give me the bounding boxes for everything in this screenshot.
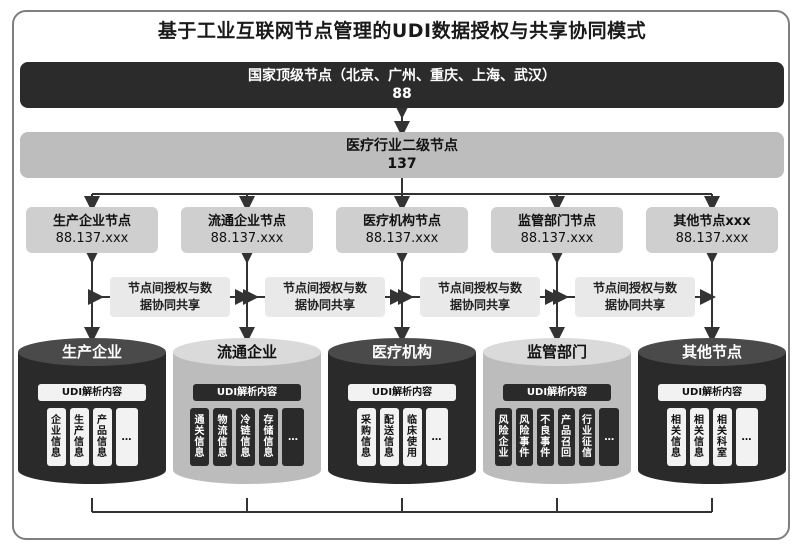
info-item: … [599,408,620,466]
share-label-line: 节点间授权与数 [282,281,367,295]
share-label-line: 节点间授权与数 [127,281,212,295]
info-item: 风险事件 [515,408,533,466]
info-item: … [735,408,758,466]
cylinder-regulator: 监管部门 UDI解析内容 风险企业风险事件不良事件产品召回行业征信… [483,338,631,498]
node-label: 生产企业节点 [52,214,131,229]
industry-secondary-node: 医疗行业二级节点 137 [20,132,784,178]
node-label: 流通企业节点 [207,214,286,229]
node-code: 88.137.xxx [210,231,284,246]
diagram-title: 基于工业互联网节点管理的UDI数据授权与共享协同模式 [157,20,647,42]
node-label: 医疗机构节点 [362,214,441,229]
cylinder-body [18,352,166,484]
national-node-label: 国家顶级节点（北京、广州、重庆、上海、武汉） [248,68,556,84]
udi-content-label: UDI解析内容 [503,384,611,401]
cylinder-label: 监管部门 [483,338,631,366]
share-label-2: 节点间授权与数据协同共享 [265,277,385,317]
info-items: 通关信息物流信息冷链信息存储信息… [185,408,309,470]
node-regulator: 监管部门节点 88.137.xxx [491,207,623,253]
share-label-line: 据协同共享 [604,298,665,312]
info-item: 行业征信 [578,408,596,466]
info-item: 相关科室 [712,408,732,466]
info-item: 采购信息 [356,408,376,466]
cylinder-other: 其他节点 UDI解析内容 相关信息相关信息相关科室… [638,338,786,498]
info-item: 临床使用 [402,408,422,466]
national-node-code: 88 [392,86,412,102]
node-code: 88.137.xxx [365,231,439,246]
node-code: 88.137.xxx [675,231,749,246]
cylinder-label: 其他节点 [638,338,786,366]
info-item: … [425,408,448,466]
cylinder-label: 生产企业 [18,338,166,366]
cylinder-medical-institution: 医疗机构 UDI解析内容 采购信息配送信息临床使用… [328,338,476,498]
node-manufacturer: 生产企业节点 88.137.xxx [26,207,158,253]
udi-content-label: UDI解析内容 [348,384,456,401]
node-label: 其他节点xxx [673,214,751,229]
share-label-line: 据协同共享 [139,298,200,312]
info-items: 采购信息配送信息临床使用… [340,408,464,470]
secondary-node-label: 医疗行业二级节点 [346,138,458,154]
info-item: 物流信息 [213,408,232,466]
info-item: 配送信息 [379,408,399,466]
share-label-line: 节点间授权与数 [437,281,522,295]
node-other: 其他节点xxx 88.137.xxx [646,207,778,253]
info-items: 风险企业风险事件不良事件产品召回行业征信… [495,408,620,470]
national-top-node: 国家顶级节点（北京、广州、重庆、上海、武汉） 88 [20,62,784,108]
secondary-node-code: 137 [387,156,417,172]
share-label-line: 节点间授权与数 [592,281,677,295]
share-label-line: 据协同共享 [294,298,355,312]
info-item: … [115,408,138,466]
node-distributor: 流通企业节点 88.137.xxx [181,207,313,253]
share-label-3: 节点间授权与数据协同共享 [420,277,540,317]
info-item: 相关信息 [689,408,709,466]
info-item: 生产信息 [69,408,89,466]
cylinder-body [638,352,786,484]
share-label-1: 节点间授权与数据协同共享 [110,277,230,317]
info-item: 通关信息 [190,408,209,466]
info-item: 存储信息 [259,408,278,466]
info-items: 相关信息相关信息相关科室… [650,408,774,470]
cylinder-distributor: 流通企业 UDI解析内容 通关信息物流信息冷链信息存储信息… [173,338,321,498]
node-label: 监管部门节点 [517,214,596,229]
udi-content-label: UDI解析内容 [658,384,766,401]
share-label-line: 据协同共享 [449,298,510,312]
node-code: 88.137.xxx [520,231,594,246]
cylinder-body [328,352,476,484]
info-item: 产品信息 [92,408,112,466]
share-label-4: 节点间授权与数据协同共享 [575,277,695,317]
info-item: 产品召回 [557,408,575,466]
cylinder-manufacturer: 生产企业 UDI解析内容 企业信息生产信息产品信息… [18,338,166,498]
info-item: 风险企业 [495,408,512,466]
udi-content-label: UDI解析内容 [193,384,301,401]
info-item: 企业信息 [46,408,66,466]
info-item: … [282,408,304,466]
info-item: 不良事件 [536,408,554,466]
cylinder-label: 流通企业 [173,338,321,366]
info-item: 相关信息 [666,408,686,466]
info-item: 冷链信息 [236,408,255,466]
cylinder-label: 医疗机构 [328,338,476,366]
node-medical-institution: 医疗机构节点 88.137.xxx [336,207,468,253]
info-items: 企业信息生产信息产品信息… [30,408,154,470]
udi-content-label: UDI解析内容 [38,384,146,401]
node-code: 88.137.xxx [55,231,129,246]
